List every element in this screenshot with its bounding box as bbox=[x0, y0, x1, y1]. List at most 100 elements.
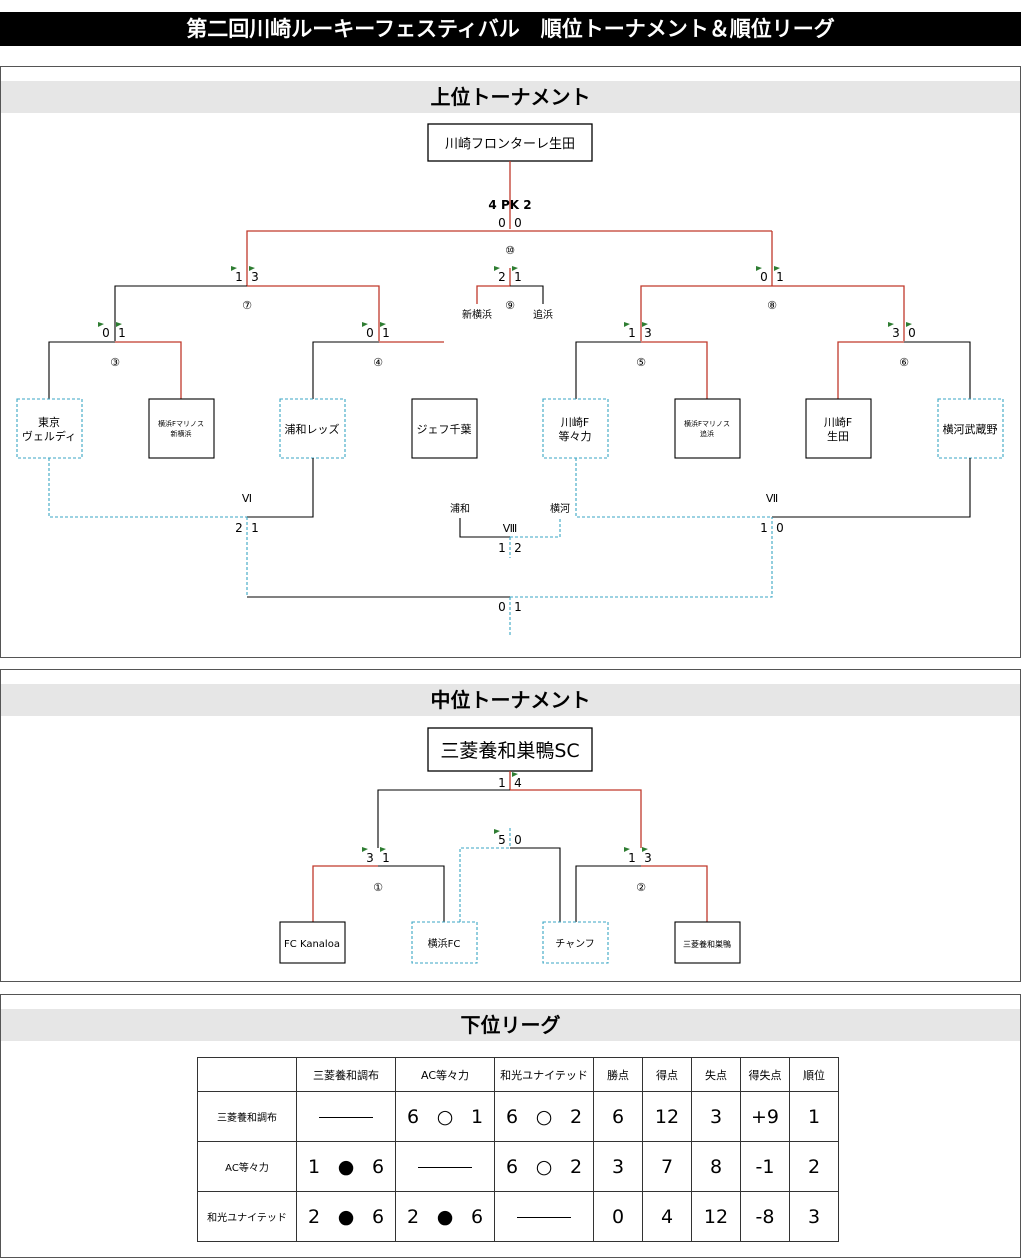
lower-final-left-score: 0 bbox=[498, 600, 506, 614]
goal-diff-cell: +9 bbox=[740, 1091, 790, 1142]
rank-cell: 2 bbox=[789, 1141, 839, 1192]
match-8-label: ⑧ bbox=[767, 299, 777, 312]
match-5-label: ⑤ bbox=[636, 356, 646, 369]
middle-tournament-panel: 中位トーナメント bbox=[0, 669, 1021, 982]
m6-left-score: 3 bbox=[892, 326, 900, 340]
m7-left-score: 1 bbox=[235, 270, 243, 284]
row-team: 三菱養和調布 bbox=[197, 1091, 297, 1142]
match-7-label: ⑦ bbox=[242, 299, 252, 312]
rank-cell: 3 bbox=[789, 1191, 839, 1242]
lower-final-right-score: 1 bbox=[514, 600, 522, 614]
goals-for-cell: 12 bbox=[642, 1091, 692, 1142]
m6-right-score: 0 bbox=[908, 326, 916, 340]
team-yokohama-fc: 横浜FC bbox=[428, 937, 461, 950]
mid-center-right-score: 0 bbox=[514, 833, 522, 847]
mid-center-left-score: 5 bbox=[498, 833, 506, 847]
upper-tournament-panel: 上位トーナメント bbox=[0, 66, 1021, 658]
mVIII-right-score: 2 bbox=[514, 541, 522, 555]
mid-m2-right-score: 3 bbox=[644, 851, 652, 865]
col-header: 和光ユナイテッド bbox=[494, 1057, 594, 1092]
goals-for-cell: 7 bbox=[642, 1141, 692, 1192]
result-cell: 6○1 bbox=[395, 1091, 495, 1142]
row-team: 和光ユナイテッド bbox=[197, 1191, 297, 1242]
points-cell: 3 bbox=[593, 1141, 643, 1192]
match-10-label: ⑩ bbox=[505, 244, 515, 257]
goals-against-cell: 12 bbox=[691, 1191, 741, 1242]
m9-team-left: 新横浜 bbox=[462, 308, 492, 321]
mid-final-left-score: 1 bbox=[498, 776, 506, 790]
m7-right-score: 3 bbox=[251, 270, 259, 284]
points-cell: 6 bbox=[593, 1091, 643, 1142]
league-header-row: 三菱養和調布 AC等々力 和光ユナイテッド 勝点 得点 失点 得失点 順位 bbox=[197, 1057, 839, 1092]
goals-against-cell: 8 bbox=[691, 1141, 741, 1192]
mVI-right-score: 1 bbox=[251, 521, 259, 535]
upper-tournament-heading: 上位トーナメント bbox=[1, 81, 1020, 113]
m4-left-score: 0 bbox=[366, 326, 374, 340]
final-left-score: 0 bbox=[498, 216, 506, 230]
mid-match-2-label: ② bbox=[636, 881, 646, 894]
mid-final-right-score: 4 bbox=[514, 776, 522, 790]
team-tokyo-verdy: 東京ヴェルディ bbox=[22, 415, 76, 443]
table-row: 和光ユナイテッド 2●6 2●6 0 4 12 -8 3 bbox=[197, 1191, 839, 1242]
m3-left-score: 0 bbox=[102, 326, 110, 340]
col-header: 三菱養和調布 bbox=[296, 1057, 396, 1092]
mVII-left-score: 1 bbox=[760, 521, 768, 535]
final-pk-score: 4 PK 2 bbox=[488, 198, 531, 212]
final-right-score: 0 bbox=[514, 216, 522, 230]
match-9-label: ⑨ bbox=[505, 299, 515, 312]
match-VIII-label: Ⅷ bbox=[503, 522, 518, 535]
mid-m2-left-score: 1 bbox=[628, 851, 636, 865]
lower-league-heading: 下位リーグ bbox=[1, 1009, 1020, 1041]
m4-right-score: 1 bbox=[382, 326, 390, 340]
result-cell: 6○2 bbox=[494, 1091, 594, 1142]
table-row: AC等々力 1●6 6○2 3 7 8 -1 2 bbox=[197, 1141, 839, 1192]
col-header: 勝点 bbox=[593, 1057, 643, 1092]
mid-match-1-label: ① bbox=[373, 881, 383, 894]
col-header: 得失点 bbox=[740, 1057, 790, 1092]
mid-m1-left-score: 3 bbox=[366, 851, 374, 865]
middle-champion: 三菱養和巣鴨SC bbox=[440, 740, 579, 762]
rank-cell: 1 bbox=[789, 1091, 839, 1142]
middle-tournament-heading: 中位トーナメント bbox=[1, 684, 1020, 716]
row-team: AC等々力 bbox=[197, 1141, 297, 1192]
page-title: 第二回川崎ルーキーフェスティバル 順位トーナメント＆順位リーグ bbox=[0, 12, 1021, 46]
m5-right-score: 3 bbox=[644, 326, 652, 340]
m5-left-score: 1 bbox=[628, 326, 636, 340]
team-mitsubishi-sugamo: 三菱養和巣鴨 bbox=[683, 939, 731, 949]
m3-right-score: 1 bbox=[118, 326, 126, 340]
match-3-label: ③ bbox=[110, 356, 120, 369]
result-cell: 6○2 bbox=[494, 1141, 594, 1192]
m9-team-right: 追浜 bbox=[533, 308, 553, 321]
self-cell bbox=[494, 1191, 594, 1242]
result-cell: 2●6 bbox=[395, 1191, 495, 1242]
team-urawa-reds: 浦和レッズ bbox=[285, 422, 340, 436]
team-yokogawa-musashino: 横河武蔵野 bbox=[943, 422, 998, 436]
col-header: 順位 bbox=[789, 1057, 839, 1092]
mVI-left-score: 2 bbox=[235, 521, 243, 535]
upper-champion: 川崎フロンターレ生田 bbox=[445, 137, 575, 152]
match-VI-label: Ⅵ bbox=[242, 492, 252, 505]
self-cell bbox=[296, 1091, 396, 1142]
m8-left-score: 0 bbox=[760, 270, 768, 284]
table-row: 三菱養和調布 6○1 6○2 6 12 3 +9 1 bbox=[197, 1091, 839, 1142]
self-cell bbox=[395, 1141, 495, 1192]
match-VII-label: Ⅶ bbox=[766, 492, 778, 505]
league-table: 三菱養和調布 AC等々力 和光ユナイテッド 勝点 得点 失点 得失点 順位 三菱… bbox=[197, 1057, 839, 1242]
col-header: 失点 bbox=[691, 1057, 741, 1092]
mVIII-team-right: 横河 bbox=[550, 502, 570, 515]
goal-diff-cell: -8 bbox=[740, 1191, 790, 1242]
mVII-right-score: 0 bbox=[776, 521, 784, 535]
team-champ: チャンフ bbox=[555, 938, 595, 950]
m9-right-score: 1 bbox=[514, 270, 522, 284]
team-marinos-shinyokohama: 横浜Fマリノス新横浜 bbox=[158, 419, 204, 438]
result-cell: 1●6 bbox=[296, 1141, 396, 1192]
goals-against-cell: 3 bbox=[691, 1091, 741, 1142]
match-6-label: ⑥ bbox=[899, 356, 909, 369]
col-header: AC等々力 bbox=[395, 1057, 495, 1092]
points-cell: 0 bbox=[593, 1191, 643, 1242]
mVIII-left-score: 1 bbox=[498, 541, 506, 555]
